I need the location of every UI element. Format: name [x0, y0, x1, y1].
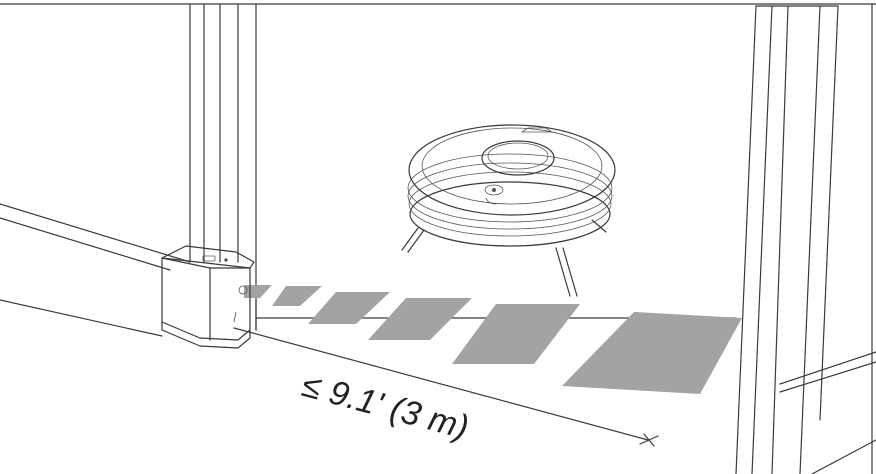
- range-label: ≤ 9.1' (3 m): [298, 366, 473, 447]
- left-baseboard: [0, 203, 257, 337]
- range-dimension-line: [233, 327, 659, 447]
- virtual-wall-beacon-icon: [161, 245, 255, 349]
- infrared-beam-icon: [244, 285, 742, 394]
- ceiling: [0, 3, 876, 474]
- beam-segment-1: [244, 285, 272, 298]
- beam-segment-2: [272, 286, 322, 306]
- beam-segment-4: [368, 298, 472, 340]
- robot-vacuum-icon: [401, 124, 616, 297]
- beam-segment-5: [452, 304, 580, 364]
- right-door-frame: [735, 5, 876, 474]
- beam-segment-6: [562, 312, 742, 394]
- beam-segment-3: [308, 292, 390, 324]
- left-door-frame: [189, 3, 257, 331]
